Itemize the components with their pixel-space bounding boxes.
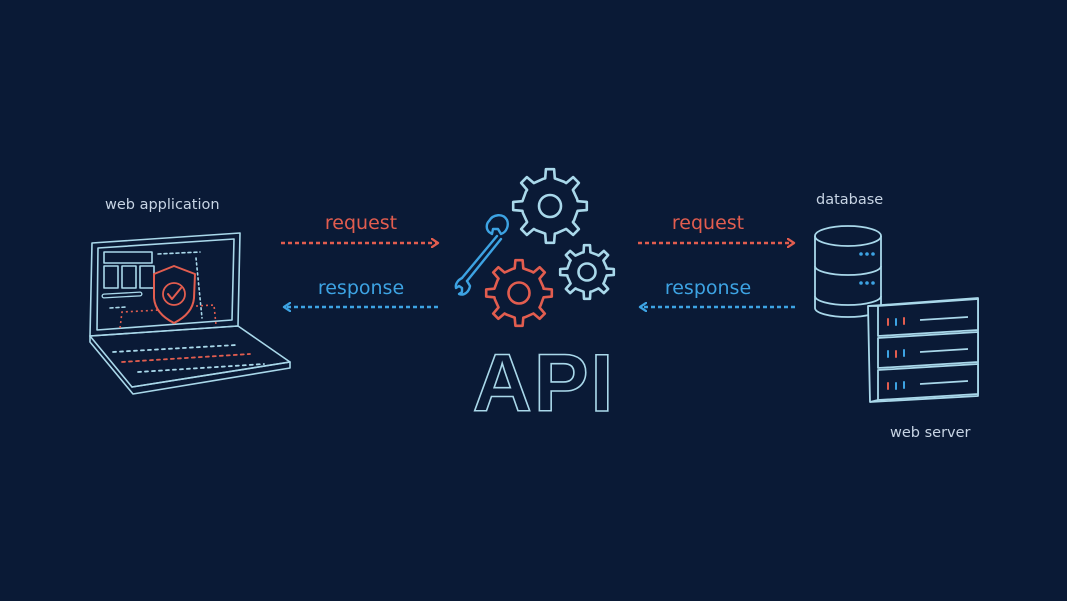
web-application-label: web application bbox=[105, 197, 220, 213]
web-server-label: web server bbox=[890, 425, 971, 441]
server-lights bbox=[887, 317, 905, 390]
laptop-icon bbox=[89, 232, 291, 395]
gears-icon bbox=[484, 167, 616, 328]
shield-check-icon bbox=[153, 265, 196, 324]
database-lights bbox=[859, 252, 875, 285]
laptop-circuit-line bbox=[119, 304, 217, 329]
right-response-label: response bbox=[664, 277, 752, 299]
right-request-label: request bbox=[671, 212, 745, 234]
server-rack-icon bbox=[867, 297, 979, 403]
database-label: database bbox=[816, 192, 884, 208]
api-label: API bbox=[473, 338, 616, 429]
gear-small bbox=[558, 243, 616, 301]
database-icon bbox=[814, 225, 882, 318]
gear-red bbox=[484, 258, 554, 328]
left-request-label: request bbox=[324, 212, 398, 234]
gear-large bbox=[511, 167, 589, 245]
laptop-keyboard bbox=[112, 344, 265, 373]
left-response-label: response bbox=[317, 277, 405, 299]
wrench-icon bbox=[454, 214, 509, 296]
